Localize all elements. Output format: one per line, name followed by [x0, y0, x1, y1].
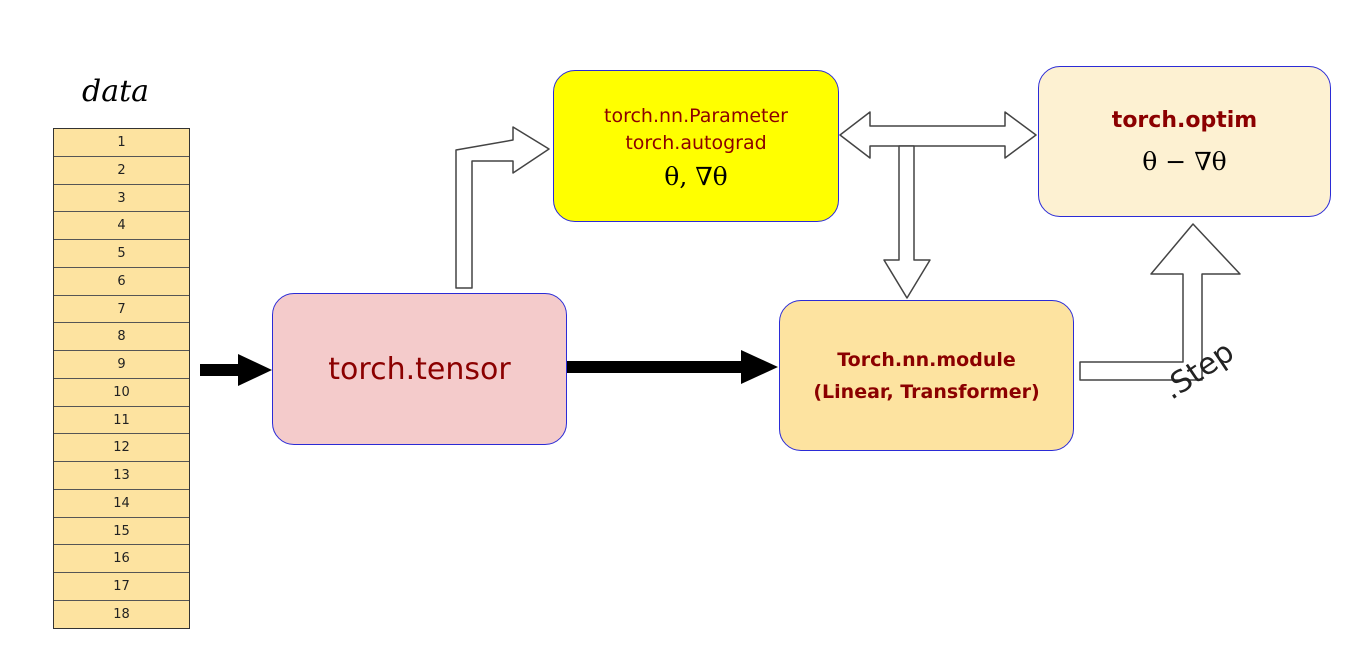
torch-tensor-label: torch.tensor	[328, 351, 511, 387]
data-row: 4	[54, 212, 189, 241]
parameter-autograd-node: torch.nn.Parameter torch.autograd θ, ∇θ	[553, 70, 839, 222]
parameter-to-module-arrow	[883, 145, 931, 299]
data-row: 8	[54, 323, 189, 352]
data-row: 13	[54, 462, 189, 490]
data-row: 10	[54, 379, 189, 407]
data-row: 18	[113, 607, 130, 623]
parameter-optim-double-arrow	[839, 111, 1037, 159]
data-row: 16	[54, 545, 189, 574]
module-to-optim-step-arrow	[1079, 223, 1241, 381]
data-row: 6	[54, 268, 189, 296]
autograd-label: torch.autograd	[625, 131, 767, 154]
module-sublabel: (Linear, Transformer)	[813, 380, 1040, 403]
tensor-to-module-arrow-head	[741, 350, 778, 384]
parameter-label: torch.nn.Parameter	[604, 104, 788, 127]
data-row: 9	[54, 351, 189, 379]
data-row: 12	[54, 434, 189, 463]
data-row: 14	[54, 490, 189, 518]
data-row: 1	[54, 129, 189, 157]
data-row: 2	[54, 157, 189, 185]
nn-module-node: Torch.nn.module (Linear, Transformer)	[779, 300, 1074, 451]
data-row: 7	[54, 296, 189, 324]
data-row: 11	[54, 407, 189, 435]
module-label: Torch.nn.module	[837, 348, 1016, 371]
optim-label: torch.optim	[1111, 107, 1258, 133]
parameter-math: θ, ∇θ	[664, 161, 728, 191]
data-to-tensor-arrow-head	[238, 354, 272, 386]
torch-tensor-node: torch.tensor	[272, 293, 567, 445]
optim-node: torch.optim θ − ∇θ	[1038, 66, 1331, 217]
data-row: 3	[54, 185, 189, 213]
data-title: data	[82, 74, 150, 109]
data-row: 5	[54, 240, 189, 268]
data-row: 15	[54, 518, 189, 546]
optim-math: θ − ∇θ	[1142, 146, 1227, 176]
tensor-to-parameter-arrow	[455, 126, 550, 289]
data-row: 17	[54, 573, 189, 602]
